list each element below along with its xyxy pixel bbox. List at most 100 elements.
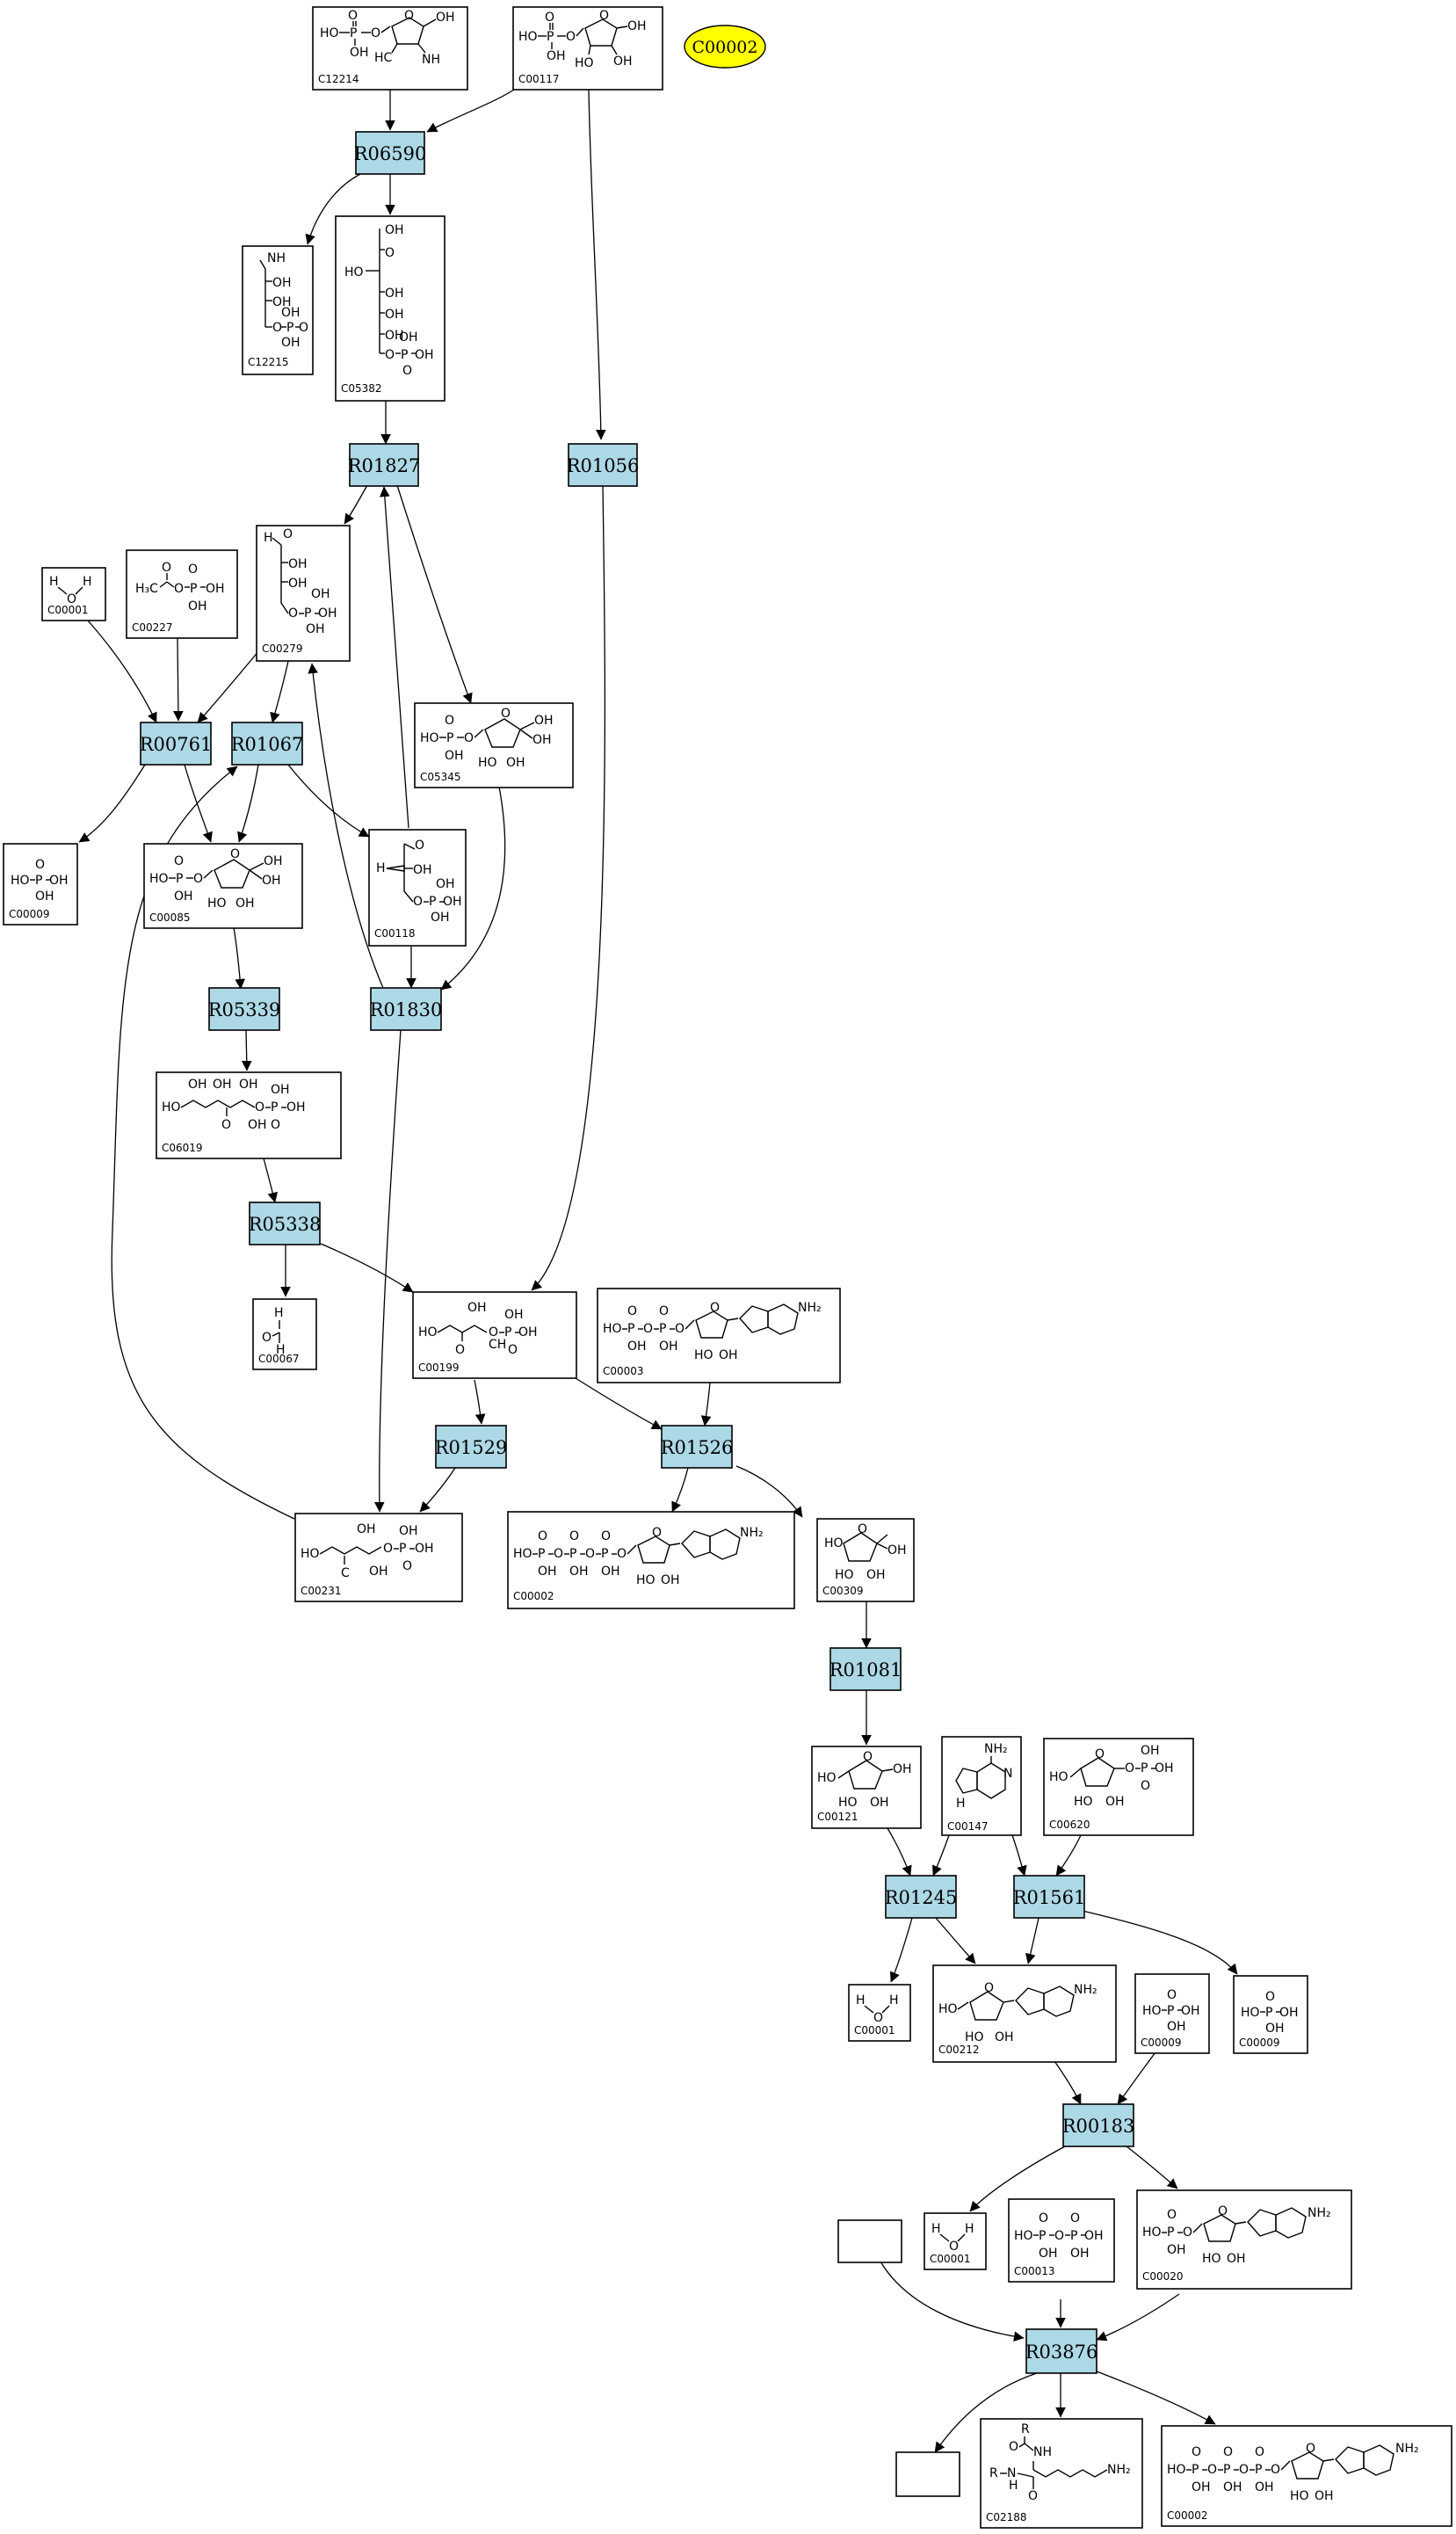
svg-text:HO: HO [1142,2004,1162,2018]
svg-text:OH: OH [445,749,464,763]
reaction-r01245[interactable]: R01245 [885,1875,958,1919]
compound-c00147[interactable]: NH₂ NH C00147 [941,1736,1022,1836]
svg-text:HO: HO [418,1325,438,1340]
compound-label: C05382 [341,382,382,395]
svg-text:OH: OH [206,582,225,596]
reaction-r00761[interactable]: R00761 [140,722,213,766]
svg-text:P: P [176,872,183,886]
reaction-r01526[interactable]: R01526 [661,1425,734,1469]
svg-text:O: O [1009,2440,1018,2454]
svg-text:N: N [1003,1767,1012,1781]
svg-text:O: O [1223,2445,1233,2459]
compound-c02188[interactable]: R O NH NH₂ R NH O C02188 [980,2418,1143,2529]
compound-c05382[interactable]: OHO HO OH OH OH O P OH OHO C05382 [335,215,445,402]
svg-text:HO: HO [817,1771,837,1785]
svg-text:O: O [1192,2445,1201,2459]
reaction-r01067[interactable]: R01067 [231,722,304,766]
reaction-r06590[interactable]: R06590 [354,131,427,175]
svg-text:O: O [1125,1761,1134,1775]
edge-blank1-r03876 [880,2261,1025,2342]
svg-text:HO: HO [1074,1795,1093,1809]
svg-text:O: O [858,1522,867,1536]
svg-text:OH: OH [532,733,552,747]
svg-text:O: O [1070,2211,1080,2225]
svg-text:OH: OH [369,1565,388,1579]
svg-text:O: O [221,1118,231,1132]
compound-blank-2[interactable] [895,2451,960,2497]
svg-text:OH: OH [272,276,292,290]
svg-text:O: O [35,858,45,872]
compound-label: C00009 [9,908,50,920]
reaction-r05338[interactable]: R05338 [249,1202,322,1245]
edge-c05345-r01830 [440,786,506,991]
svg-text:HO: HO [162,1100,181,1115]
svg-text:HO: HO [1202,2252,1221,2266]
compound-c00227[interactable]: H₃C O O P OHO OH C00227 [126,549,238,639]
svg-text:OH: OH [288,577,308,591]
compound-label: C00117 [518,73,560,85]
reaction-r03876[interactable]: R03876 [1025,2328,1098,2374]
svg-text:O: O [283,527,293,541]
compound-c00067[interactable]: H O H C00067 [252,1298,317,1370]
reaction-label: R01830 [370,999,443,1020]
svg-text:O: O [601,1529,611,1543]
svg-text:HO: HO [320,26,339,40]
edge-r01067-c00085 [237,764,259,843]
svg-text:OH: OH [49,874,69,888]
reaction-r05339[interactable]: R05339 [208,987,281,1031]
reaction-r01827[interactable]: R01827 [348,443,421,487]
svg-text:O: O [348,9,358,23]
compound-label: C00227 [132,621,173,634]
reaction-r01561[interactable]: R01561 [1013,1875,1086,1919]
compound-label: C00212 [938,2044,980,2056]
reaction-r01081[interactable]: R01081 [829,1647,902,1691]
edge-r01830-c00231 [373,1029,402,1513]
svg-text:O: O [1039,2211,1048,2225]
highlight-node-c00002[interactable]: C00002 [684,25,766,69]
svg-text:OH: OH [1167,2020,1186,2034]
compound-blank-1[interactable] [837,2219,902,2263]
svg-text:OH: OH [239,1078,258,1092]
edge-r06590-c12215 [305,173,361,245]
reaction-r00183[interactable]: R00183 [1062,2103,1135,2147]
svg-text:OH: OH [385,308,404,322]
svg-text:P: P [271,1100,278,1115]
svg-text:O: O [599,9,609,23]
svg-text:OH: OH [436,877,455,891]
svg-text:O: O [415,839,424,853]
reaction-r01529[interactable]: R01529 [435,1425,508,1469]
svg-text:P: P [401,348,408,362]
svg-text:O: O [863,1750,873,1764]
reaction-r01830[interactable]: R01830 [370,987,443,1031]
reaction-r01056[interactable]: R01056 [567,443,640,487]
